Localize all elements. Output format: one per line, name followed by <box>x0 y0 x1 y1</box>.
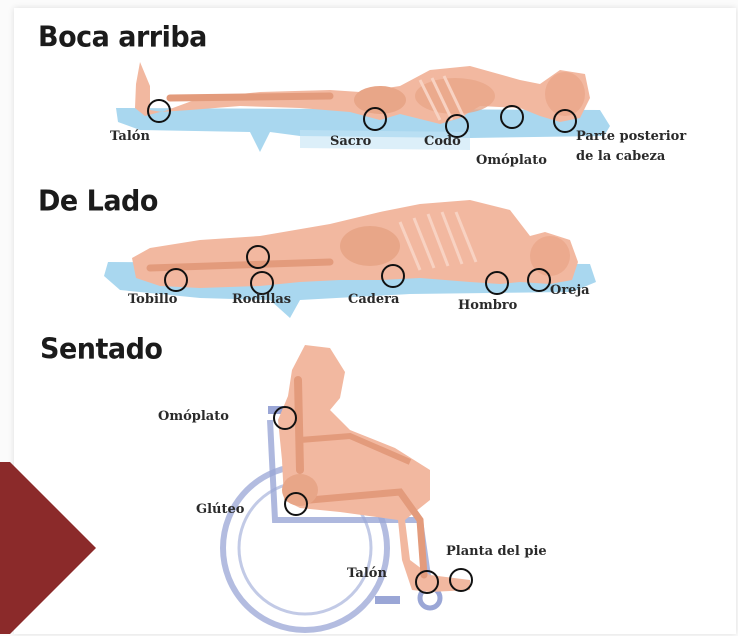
label-supine-sacrum: Sacro <box>330 134 371 149</box>
label-lateral-knees: Rodillas <box>232 292 291 307</box>
label-seated-sole: Planta del pie <box>446 544 547 559</box>
arrow-right-icon <box>0 462 98 634</box>
label-supine-back-head-1: Parte posterior <box>576 129 686 144</box>
label-seated-scapula: Omóplato <box>158 409 229 424</box>
label-supine-elbow: Codo <box>424 134 461 149</box>
label-supine-scapula: Omóplato <box>476 153 547 168</box>
seated-figure <box>223 345 472 630</box>
label-lateral-hip: Cadera <box>348 292 399 307</box>
seated-body <box>278 345 470 592</box>
label-supine-back-head-2: de la cabeza <box>576 149 665 164</box>
label-seated-buttock: Glúteo <box>196 502 244 517</box>
label-seated-heel: Talón <box>347 566 387 581</box>
label-lateral-ankle: Tobillo <box>128 292 177 307</box>
label-lateral-shoulder: Hombro <box>458 298 517 313</box>
label-lateral-ear: Oreja <box>550 283 590 298</box>
label-supine-heel: Talón <box>110 129 150 144</box>
